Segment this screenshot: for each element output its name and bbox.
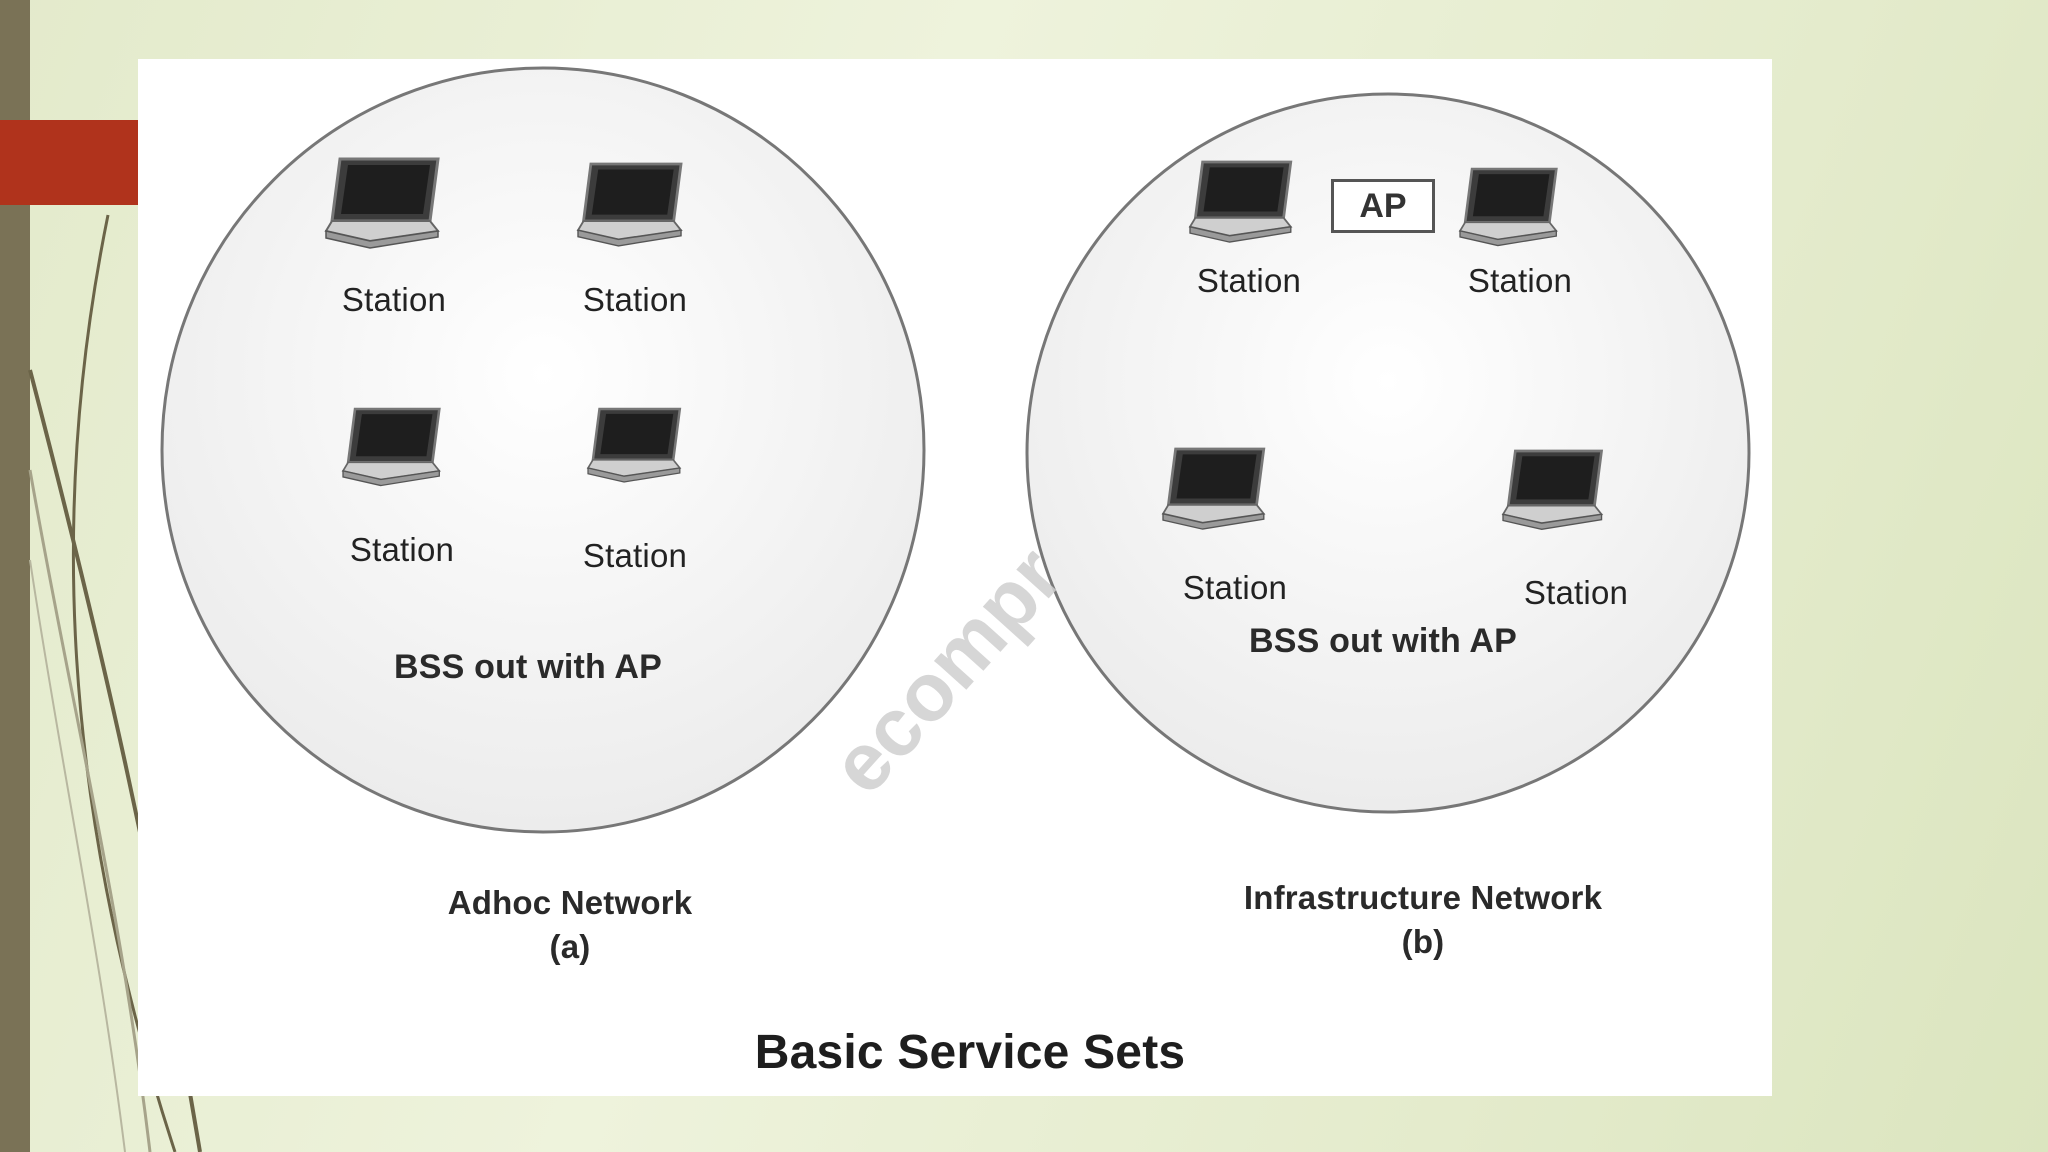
- infra-laptop-icon: [1188, 160, 1293, 244]
- adhoc-network-name: Adhoc Network: [447, 884, 693, 921]
- adhoc-station-label: Station: [582, 281, 688, 318]
- infra-bss-label: BSS out with AP: [1248, 622, 1518, 660]
- basic-service-sets-figure: ecompr Station Station Station Station B…: [138, 59, 1772, 1096]
- slide-accent-tab: [0, 120, 140, 205]
- adhoc-bss-label: BSS out with AP: [393, 648, 663, 686]
- infra-network-caption: Infrastructure Network (b): [1244, 876, 1602, 964]
- infra-station-label: Station: [1196, 262, 1302, 299]
- infra-laptop-icon: [1501, 449, 1603, 531]
- adhoc-laptop-icon: [341, 407, 441, 487]
- infra-laptop-icon: [1161, 447, 1266, 531]
- figure-caption: Basic Service Sets: [754, 1026, 1186, 1079]
- infrastructure-network-circle: [1025, 92, 1751, 814]
- adhoc-network-tag: (a): [549, 928, 591, 965]
- infra-station-label: Station: [1182, 569, 1288, 606]
- figure-graphics: ecompr: [160, 66, 1751, 834]
- adhoc-network-caption: Adhoc Network (a): [448, 881, 693, 969]
- infra-network-tag: (b): [1401, 923, 1445, 960]
- access-point-box: AP: [1331, 179, 1435, 233]
- infra-laptop-icon: [1458, 167, 1558, 247]
- adhoc-station-label: Station: [582, 537, 688, 574]
- adhoc-laptop-icon: [586, 407, 682, 484]
- adhoc-station-label: Station: [341, 281, 447, 318]
- infra-station-label: Station: [1467, 262, 1573, 299]
- infra-station-label: Station: [1523, 574, 1629, 611]
- adhoc-laptop-icon: [324, 157, 440, 250]
- adhoc-station-label: Station: [349, 531, 455, 568]
- adhoc-network-circle: [160, 66, 926, 834]
- adhoc-laptop-icon: [576, 162, 683, 248]
- infra-network-name: Infrastructure Network: [1243, 879, 1603, 916]
